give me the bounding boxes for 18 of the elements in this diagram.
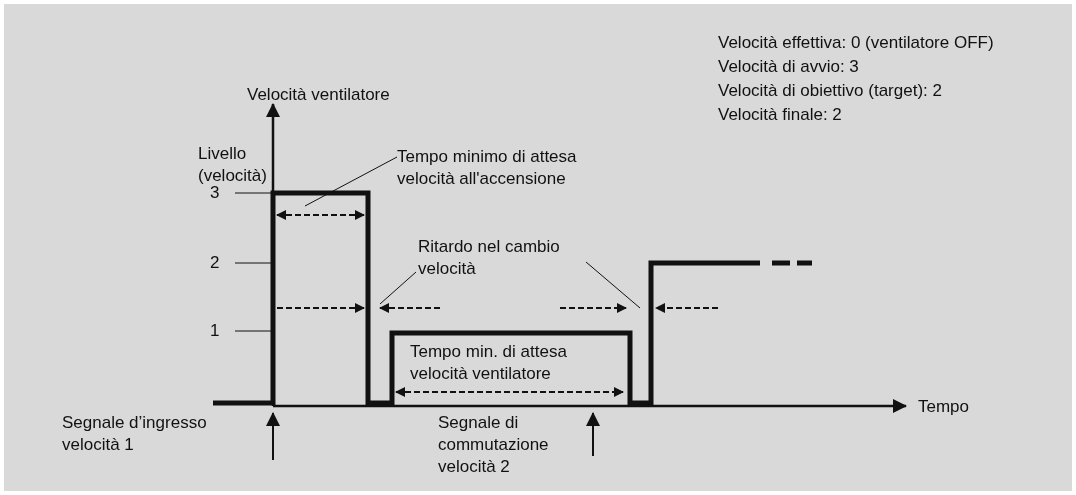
leader-line — [304, 156, 398, 207]
axis-title: Velocità ventilatore — [247, 84, 391, 106]
callout-text: Tempo minimo di attesa velocità all'accensione — [397, 146, 602, 190]
tick-label: 2 — [210, 252, 221, 274]
legend-note: Velocità effettiva: 0 (ventilatore OFF) — [718, 32, 995, 54]
event-label: Segnale d’ingresso velocità 1 — [62, 412, 208, 456]
tick-label: 3 — [210, 183, 220, 204]
leader-line — [379, 271, 417, 305]
axis-label: Tempo — [918, 396, 971, 418]
callout-text: Ritardo nel cambio velocità — [418, 236, 588, 280]
event-label: Segnale di commutazione velocità 2 — [438, 412, 550, 478]
legend-note: Velocità finale: 2 — [718, 104, 843, 126]
axis-label: Livello (velocità) — [198, 143, 268, 186]
leader-line — [585, 261, 641, 309]
legend-note: Velocità di obiettivo (target): 2 — [718, 80, 943, 102]
tick-label: 1 — [210, 320, 221, 342]
annotation-text: Tempo min. di attesa velocità ventilatore — [410, 341, 568, 385]
legend-note: Velocità di avvio: 3 — [718, 56, 860, 78]
